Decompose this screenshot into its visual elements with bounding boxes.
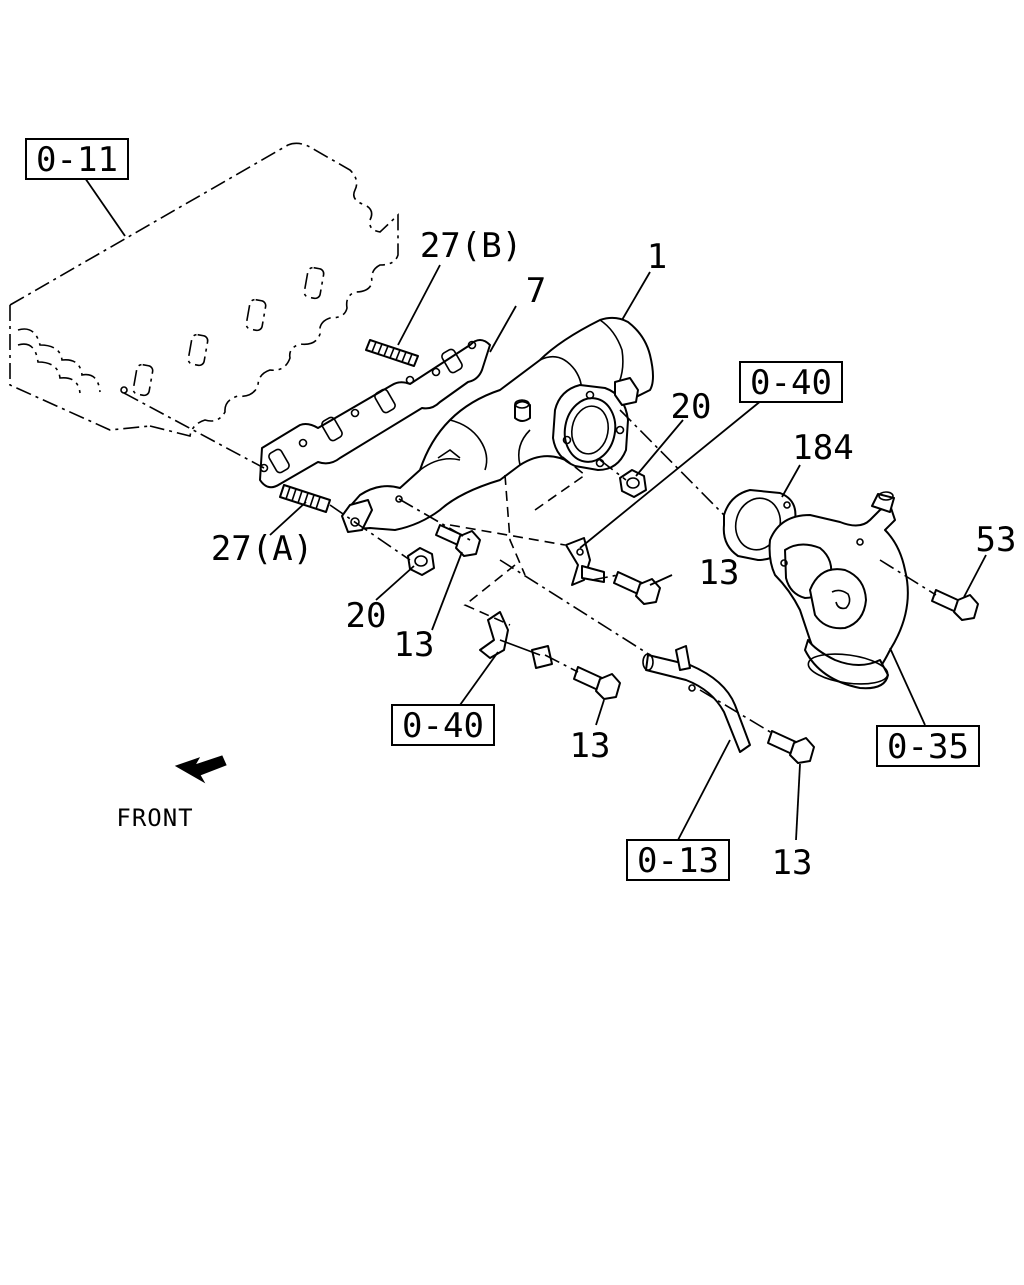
bracket-left bbox=[479, 611, 553, 669]
stud-27a bbox=[279, 484, 331, 513]
callout-gasket-outlet: 184 bbox=[792, 428, 853, 468]
callout-bolt-bracket-right: 13 bbox=[699, 553, 740, 593]
ref-box-bracket-right-label: 0-40 bbox=[750, 363, 832, 403]
bolt-manifold bbox=[435, 524, 481, 557]
ref-box-head: 0-11 bbox=[25, 138, 129, 180]
leader-lines bbox=[84, 177, 987, 841]
ref-box-bracket-right: 0-40 bbox=[739, 361, 843, 403]
callout-nut-right: 20 bbox=[671, 387, 712, 427]
bolt-pipe bbox=[767, 730, 815, 764]
front-arrow-icon bbox=[174, 755, 227, 784]
intake-manifold bbox=[341, 316, 654, 533]
bolt-bracket-left bbox=[573, 666, 621, 700]
callout-bolt-outlet: 53 bbox=[976, 520, 1017, 560]
front-label: FRONT bbox=[116, 804, 193, 832]
water-outlet-housing bbox=[768, 491, 909, 690]
water-pipe bbox=[642, 645, 751, 753]
alignment-lines bbox=[123, 392, 937, 734]
ref-box-bracket-left: 0-40 bbox=[391, 704, 495, 746]
nut-right bbox=[619, 469, 647, 498]
ref-box-outlet-pipe: 0-35 bbox=[876, 725, 980, 767]
callout-stud-a: 27(A) bbox=[211, 529, 313, 569]
callout-nut-left: 20 bbox=[346, 596, 387, 636]
bolt-bracket-right bbox=[613, 571, 661, 605]
ref-box-water-pipe-label: 0-13 bbox=[637, 841, 719, 881]
manifold-gasket bbox=[259, 339, 491, 489]
stud-27b bbox=[365, 339, 419, 367]
callout-bolt-pipe: 13 bbox=[772, 843, 813, 883]
callout-bolt-bracket-left: 13 bbox=[570, 726, 611, 766]
ref-box-water-pipe: 0-13 bbox=[626, 839, 730, 881]
nut-left bbox=[407, 547, 435, 576]
callout-bolt-manifold: 13 bbox=[394, 625, 435, 665]
callout-manifold: 1 bbox=[647, 237, 667, 277]
callout-gasket: 7 bbox=[526, 271, 546, 311]
ref-box-bracket-left-label: 0-40 bbox=[402, 706, 484, 746]
ref-box-head-label: 0-11 bbox=[36, 140, 118, 180]
callout-stud-b: 27(B) bbox=[420, 226, 522, 266]
ref-box-outlet-pipe-label: 0-35 bbox=[887, 727, 969, 767]
bolt-outlet bbox=[931, 589, 979, 621]
cylinder-head-outline bbox=[9, 142, 399, 437]
